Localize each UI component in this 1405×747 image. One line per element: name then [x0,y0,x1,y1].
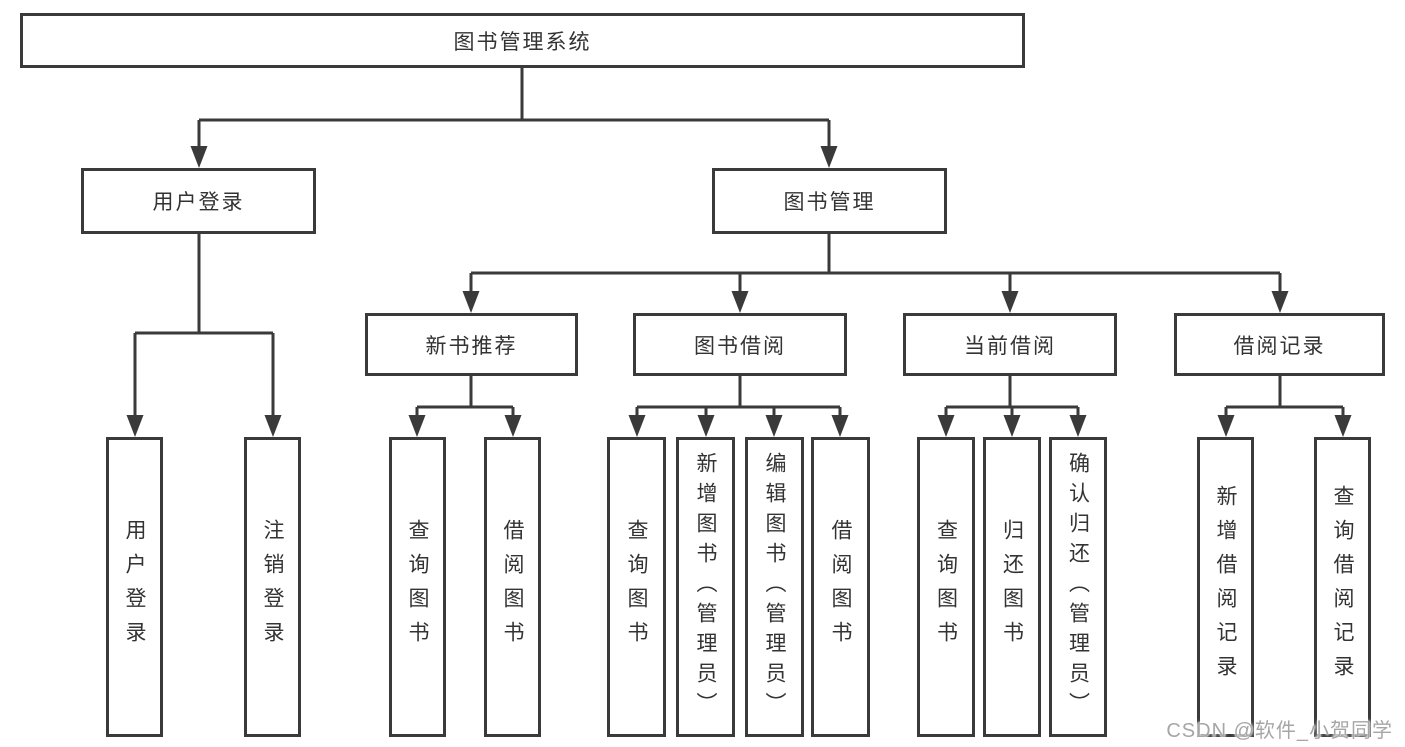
node-borrow-records: 借阅记录 [1174,313,1385,376]
leaf-query-books-borrow: 查询图书 [607,437,666,737]
leaf-borrow-books-recommend: 借阅图书 [484,437,541,737]
leaf-return-book: 归还图书 [983,437,1041,737]
arrowheads [126,146,1352,437]
node-book-borrowing: 图书借阅 [633,313,847,376]
leaf-logout: 注销登录 [244,437,301,737]
leaf-user-login: 用户登录 [106,437,163,737]
node-book-management: 图书管理 [712,168,947,234]
node-label: 用户登录 [123,519,146,655]
node-label: 查询借阅记录 [1331,485,1354,689]
node-user-login: 用户登录 [81,168,316,234]
node-label: 注销登录 [261,519,284,655]
leaf-borrow-books: 借阅图书 [811,437,870,737]
node-label: 新书推荐 [425,334,518,358]
node-label: 图书管理 [783,191,876,214]
leaf-query-books-current: 查询图书 [917,437,975,737]
leaf-query-borrow-record: 查询借阅记录 [1314,437,1371,737]
node-label: 归还图书 [1000,519,1024,655]
node-label: 当前借阅 [964,334,1056,358]
node-label: 查询图书 [625,519,648,655]
node-current-borrowing: 当前借阅 [903,313,1117,376]
node-label: 用户登录 [152,191,245,214]
node-new-book-recommend: 新书推荐 [365,313,578,376]
node-label: 图书借阅 [694,334,786,358]
node-label: 新增图书（管理员） [694,452,717,722]
node-label: 借阅图书 [501,519,524,655]
leaf-add-book-admin: 新增图书（管理员） [676,437,735,737]
node-root: 图书管理系统 [20,13,1025,68]
leaf-confirm-return-admin: 确认归还（管理员） [1049,437,1107,737]
node-label: 查询图书 [934,519,958,655]
leaf-add-borrow-record: 新增借阅记录 [1197,437,1254,737]
node-label: 查询图书 [406,519,429,655]
node-label: 编辑图书（管理员） [763,452,786,722]
leaf-query-books-recommend: 查询图书 [389,437,446,737]
leaf-edit-book-admin: 编辑图书（管理员） [745,437,804,737]
node-label: 图书管理系统 [453,30,592,54]
node-label: 新增借阅记录 [1214,485,1237,689]
node-label: 借阅记录 [1233,334,1326,358]
node-label: 确认归还（管理员） [1066,452,1090,722]
node-label: 借阅图书 [829,519,852,655]
watermark: CSDN @软件_小贺同学 [1166,720,1393,742]
